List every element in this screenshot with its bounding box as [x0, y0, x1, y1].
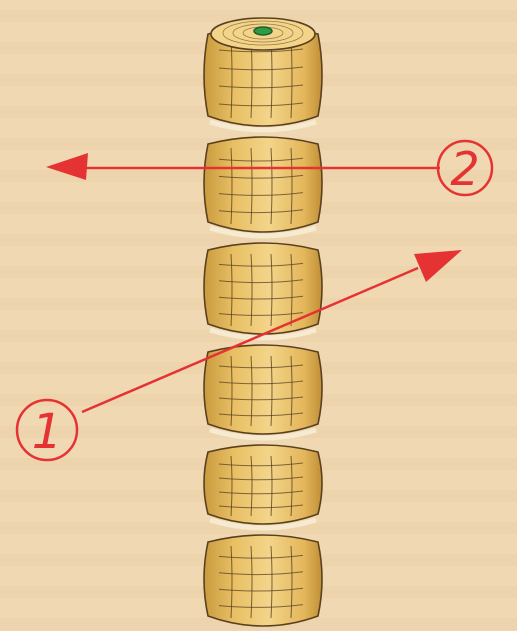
segment-body	[204, 137, 322, 232]
cylinder-segment	[204, 345, 322, 438]
segment-body	[204, 345, 322, 434]
cylinder-segment	[204, 445, 322, 528]
cylinder-segment	[204, 535, 322, 626]
label-1-text: 1	[32, 404, 63, 460]
segment-body	[204, 535, 322, 626]
cylinder-top	[211, 18, 315, 50]
cylinder-segment	[204, 137, 322, 236]
core-icon	[254, 27, 272, 35]
cylinder-segment	[204, 243, 322, 338]
segment-body	[204, 243, 322, 334]
label-2-text: 2	[450, 142, 479, 196]
segment-body	[204, 445, 322, 524]
